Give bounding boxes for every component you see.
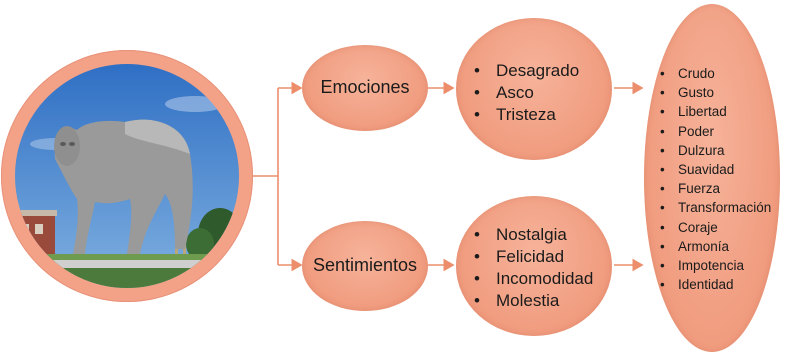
list-item: Nostalgia xyxy=(474,224,593,246)
valores-list: Crudo Gusto Libertad Poder Dulzura Suavi… xyxy=(660,64,771,295)
list-item: Molestia xyxy=(474,290,593,312)
sentimientos-node: Sentimientos xyxy=(302,221,428,311)
emociones-list: Desagrado Asco Tristeza xyxy=(474,60,579,126)
emociones-node: Emociones xyxy=(302,45,428,131)
list-item: Gusto xyxy=(660,83,771,102)
list-item: Impotencia xyxy=(660,256,771,275)
list-item: Libertad xyxy=(660,102,771,121)
list-item: Fuerza xyxy=(660,179,771,198)
sentimientos-list: Nostalgia Felicidad Incomodidad Molestia xyxy=(474,224,593,312)
sculpture-photo xyxy=(15,64,239,288)
emociones-list-node: Desagrado Asco Tristeza xyxy=(456,18,612,160)
emociones-label: Emociones xyxy=(320,77,410,97)
list-item: Armonía xyxy=(660,237,771,256)
list-item: Coraje xyxy=(660,218,771,237)
list-item: Identidad xyxy=(660,275,771,294)
list-item: Felicidad xyxy=(474,246,593,268)
list-item: Desagrado xyxy=(474,60,579,82)
list-item: Dulzura xyxy=(660,141,771,160)
list-item: Poder xyxy=(660,122,771,141)
valores-node: Crudo Gusto Libertad Poder Dulzura Suavi… xyxy=(644,4,780,352)
list-item: Incomodidad xyxy=(474,268,593,290)
list-item: Asco xyxy=(474,82,579,104)
sentimientos-label: Sentimientos xyxy=(312,255,418,275)
list-item: Tristeza xyxy=(474,104,579,126)
list-item: Crudo xyxy=(660,64,771,83)
sentimientos-list-node: Nostalgia Felicidad Incomodidad Molestia xyxy=(456,196,612,336)
list-item: Suavidad xyxy=(660,160,771,179)
list-item: Transformación xyxy=(660,198,771,217)
